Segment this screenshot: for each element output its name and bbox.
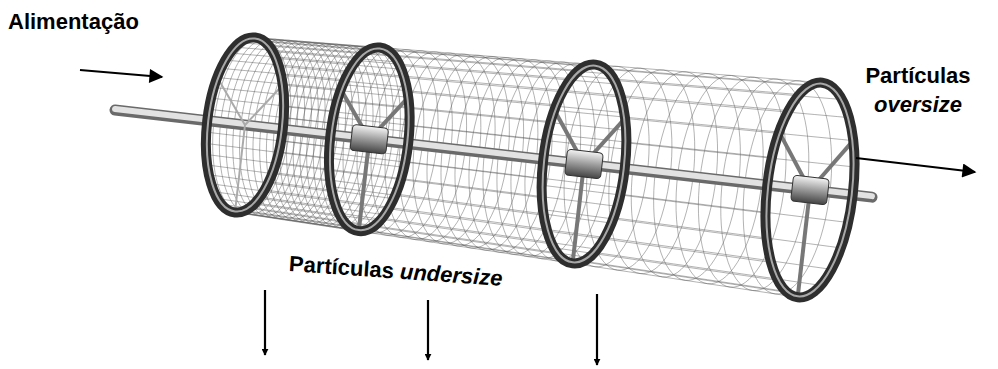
screen-mesh [206,38,855,298]
mesh-wire [276,162,401,178]
spokes [217,78,853,298]
mesh-wire [206,143,329,158]
label: Partículas oversize [846,62,990,119]
mesh-wire [401,179,617,207]
mesh-wire [626,143,854,167]
ring-highlight [198,34,291,215]
mesh-wire [230,53,354,64]
flow-arrow [596,294,598,365]
mesh-wire [387,50,603,67]
mesh-wire [265,190,390,207]
ring [755,78,865,302]
mesh-wire [554,110,779,132]
mesh-wire [206,154,329,170]
mesh-wire [595,65,822,83]
mesh-wire [606,69,833,87]
mesh-wire [563,90,788,110]
shaft-outline [115,110,872,197]
mesh-wire [211,184,334,201]
hub [565,149,604,179]
mesh-wire [407,92,624,113]
ring-highlight [321,44,418,234]
label: Alimentação [8,8,139,37]
mesh-wire [409,108,626,130]
ring-highlight [533,61,635,267]
ring [532,60,636,268]
mesh-wire [349,71,563,90]
flow-arrow [856,158,975,172]
mesh-wire [380,48,596,65]
spoke [245,85,283,125]
flow-arrow [264,290,266,355]
mesh-wire [273,51,398,62]
mesh-wire [625,118,853,140]
ring [320,43,419,236]
spoke [573,164,584,263]
rings [197,33,865,302]
mesh-wire [621,97,849,118]
mesh-wire [235,47,359,57]
hub [791,175,830,205]
flow-arrow [80,70,162,77]
mesh-wire [605,238,832,270]
shaft [115,109,872,197]
mesh-wire [351,228,564,260]
spoke [235,125,245,212]
spoke [359,139,370,231]
mesh-wire [357,60,571,78]
mesh-wire [573,263,798,297]
mesh-wire [404,78,621,98]
hubs [350,124,829,205]
spoke [217,78,245,125]
mesh-wire [562,259,787,293]
hub [350,124,389,154]
ring-highlight [756,79,864,301]
mesh-wire [260,197,385,215]
spoke [798,190,810,297]
flow-arrows [80,70,975,365]
mesh-wire [337,100,550,122]
ring [197,33,293,217]
flow-arrow [427,300,429,360]
mesh-wire [343,85,557,105]
shaft-body [115,109,872,196]
mesh-wire [542,185,766,213]
label: Partículas undersize [288,250,503,293]
